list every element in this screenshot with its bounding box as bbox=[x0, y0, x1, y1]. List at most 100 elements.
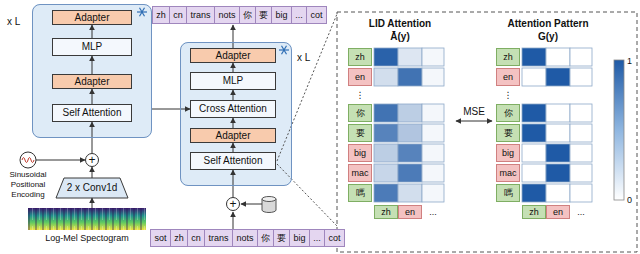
connector bbox=[456, 121, 492, 122]
token-cell: 你 bbox=[257, 229, 274, 247]
colorbar bbox=[614, 60, 624, 200]
connector bbox=[92, 89, 93, 104]
zoom-leader bbox=[277, 14, 337, 161]
attention-cell bbox=[422, 184, 444, 202]
attention-cell bbox=[398, 164, 422, 182]
colorbar-tick: 1 bbox=[627, 55, 632, 67]
attention-cell bbox=[570, 164, 592, 182]
token-cell: sot bbox=[150, 229, 171, 247]
attention-cell bbox=[546, 124, 570, 142]
node-label: Log-Mel Spectogram bbox=[28, 232, 146, 244]
token-cell: nots bbox=[214, 6, 240, 24]
encoder-block: x LAdapterMLPAdapterSelf Attention bbox=[32, 4, 152, 138]
sinusoid-symbol bbox=[20, 152, 36, 168]
token-cell: trans bbox=[186, 6, 215, 24]
decoder-block: x LAdapterMLPCross AttentionAdapterSelf … bbox=[180, 42, 292, 186]
attention-cell bbox=[522, 68, 546, 86]
conv-trapezoid bbox=[56, 178, 128, 198]
row-label: 要 bbox=[496, 124, 520, 142]
row-label: en bbox=[496, 68, 520, 86]
spectrogram-input: Log-Mel Spectogram bbox=[28, 208, 146, 252]
connector bbox=[92, 167, 93, 178]
attention-cell bbox=[546, 68, 570, 86]
mlp-box: MLP bbox=[52, 38, 132, 56]
token-cell: trans bbox=[204, 229, 233, 247]
attention-cell bbox=[422, 48, 444, 66]
adapter-box: Adapter bbox=[190, 128, 276, 143]
add-circle: + bbox=[85, 153, 99, 167]
token-cell: zh bbox=[152, 6, 170, 24]
token-cell: big bbox=[271, 6, 292, 24]
zoom-box bbox=[337, 12, 637, 252]
node-label: MLP bbox=[223, 75, 244, 87]
frozen-icon bbox=[279, 46, 289, 55]
attention-cell bbox=[546, 48, 570, 66]
token-cell: cn bbox=[187, 229, 205, 247]
node-label: Self Attention bbox=[63, 107, 122, 119]
token-cell: 要 bbox=[273, 229, 290, 247]
attention-cell bbox=[522, 164, 546, 182]
add-symbol: + bbox=[229, 198, 236, 210]
attention-cell bbox=[374, 184, 398, 202]
token-cell: ... bbox=[291, 6, 307, 24]
row-label: mac bbox=[496, 164, 520, 182]
connector bbox=[233, 170, 234, 197]
connector bbox=[233, 118, 234, 128]
node-label: Sinusoidal Positional Encoding bbox=[2, 170, 54, 200]
attention-cell bbox=[570, 184, 592, 202]
token-cell: nots bbox=[232, 229, 258, 247]
column-label: ... bbox=[570, 205, 592, 219]
row-label: 你 bbox=[348, 104, 372, 122]
positional-encoding: Sinusoidal Positional Encoding bbox=[2, 150, 54, 200]
column-label: ... bbox=[422, 205, 444, 219]
frozen-icon bbox=[137, 8, 147, 17]
attention-cell bbox=[374, 164, 398, 182]
connector bbox=[92, 198, 93, 208]
row-label: en bbox=[348, 68, 372, 86]
attention-box: Cross Attention bbox=[190, 100, 276, 118]
row-label: mac bbox=[348, 164, 372, 182]
attention-cell bbox=[522, 144, 546, 162]
grid-symbol: Ā(y) bbox=[344, 30, 456, 43]
adapter-box: Adapter bbox=[52, 10, 132, 25]
connector bbox=[233, 63, 234, 72]
attention-cell bbox=[374, 104, 398, 122]
attention-cell bbox=[522, 184, 546, 202]
wire bbox=[241, 204, 262, 205]
node-label: Adapter bbox=[74, 12, 109, 24]
wire bbox=[36, 160, 54, 161]
row-label: big bbox=[348, 144, 372, 162]
connector bbox=[92, 25, 93, 38]
token-cell: cn bbox=[169, 6, 187, 24]
attention-box: Self Attention bbox=[190, 152, 276, 170]
attention-cell bbox=[546, 184, 570, 202]
token-cell: zh bbox=[170, 229, 188, 247]
grid-symbol: G(y) bbox=[492, 30, 604, 43]
node-label: Adapter bbox=[74, 76, 109, 88]
row-label: 要 bbox=[348, 124, 372, 142]
attention-cell bbox=[522, 124, 546, 142]
row-label: ⋮ bbox=[496, 88, 520, 102]
colorbar-tick: 0 bbox=[627, 194, 632, 206]
row-label: ⋮ bbox=[348, 88, 372, 102]
column-label: zh bbox=[522, 205, 546, 219]
token-cell: 你 bbox=[239, 6, 256, 24]
embedding-cylinder bbox=[262, 197, 276, 213]
wire bbox=[233, 25, 234, 48]
spectrogram-image bbox=[28, 208, 146, 230]
repeat-label: x L bbox=[297, 52, 310, 64]
attention-cell bbox=[398, 124, 422, 142]
token-cell: big bbox=[289, 229, 310, 247]
node-label: Adapter bbox=[215, 50, 250, 62]
edge-label: MSE bbox=[461, 106, 487, 118]
attention-cell bbox=[374, 124, 398, 142]
node-label: Adapter bbox=[215, 130, 250, 142]
attention-cell bbox=[398, 104, 422, 122]
token-cell: cot bbox=[324, 229, 345, 247]
attention-cell bbox=[546, 104, 570, 122]
node-label: Cross Attention bbox=[199, 103, 267, 115]
attention-cell bbox=[546, 164, 570, 182]
attention-cell bbox=[570, 48, 592, 66]
row-label: zh bbox=[348, 48, 372, 66]
attention-cell bbox=[398, 184, 422, 202]
